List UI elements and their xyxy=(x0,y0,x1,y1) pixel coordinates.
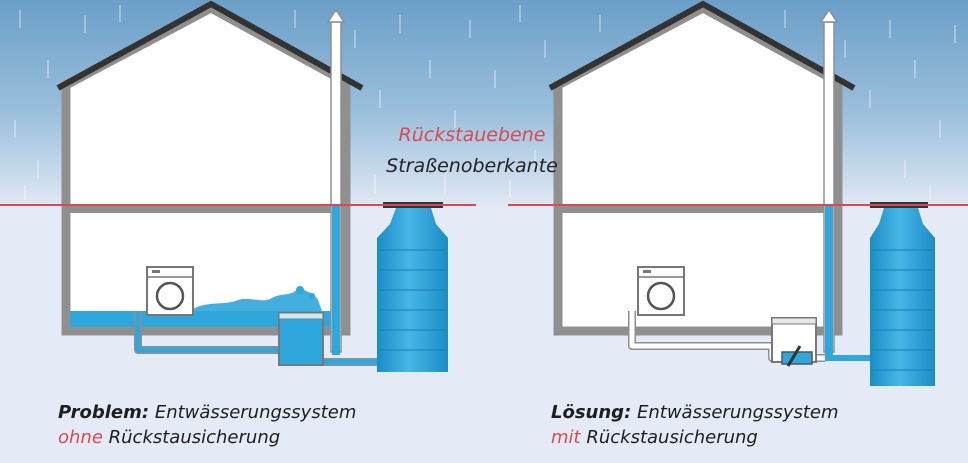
sewer-shaft-left xyxy=(377,202,448,372)
house-solution xyxy=(548,0,882,367)
vent-pipe-water xyxy=(825,205,833,355)
house-problem-slab xyxy=(66,204,346,213)
house-problem-roof xyxy=(56,0,364,91)
caption-problem-key: Problem: xyxy=(58,402,150,423)
vent-pipe-cap xyxy=(819,8,839,23)
water-drop xyxy=(309,293,315,299)
street-edge-label: Straßenoberkante xyxy=(386,155,558,177)
caption-solution: Lösung: Entwässerungssystem mit Rückstau… xyxy=(551,400,839,450)
house-solution-slab xyxy=(558,204,838,213)
backflow-flap-valve xyxy=(781,345,813,367)
caption-solution-line2: Rückstausicherung xyxy=(586,427,758,448)
caption-solution-key: Lösung: xyxy=(551,402,632,423)
caption-problem-line2: Rückstausicherung xyxy=(108,427,281,448)
caption-problem-line1: Entwässerungssystem xyxy=(154,402,357,423)
washing-machine xyxy=(637,266,685,316)
caption-problem-red-word: ohne xyxy=(58,427,103,448)
washing-machine xyxy=(146,266,194,316)
basement-sump xyxy=(278,312,324,366)
sewer-shaft-right xyxy=(870,202,935,386)
caption-problem: Problem: Entwässerungssystem ohne Rückst… xyxy=(58,400,356,450)
house-solution-roof xyxy=(548,0,856,91)
caption-solution-line1: Entwässerungssystem xyxy=(637,402,839,423)
water-drop xyxy=(296,286,304,294)
caption-solution-red-word: mit xyxy=(551,427,581,448)
vent-pipe-water xyxy=(332,205,340,355)
house-problem xyxy=(56,0,390,366)
vent-pipe-cap xyxy=(326,8,346,23)
water-splash xyxy=(190,286,322,311)
backwater-level-label: Rückstauebene xyxy=(398,124,546,146)
